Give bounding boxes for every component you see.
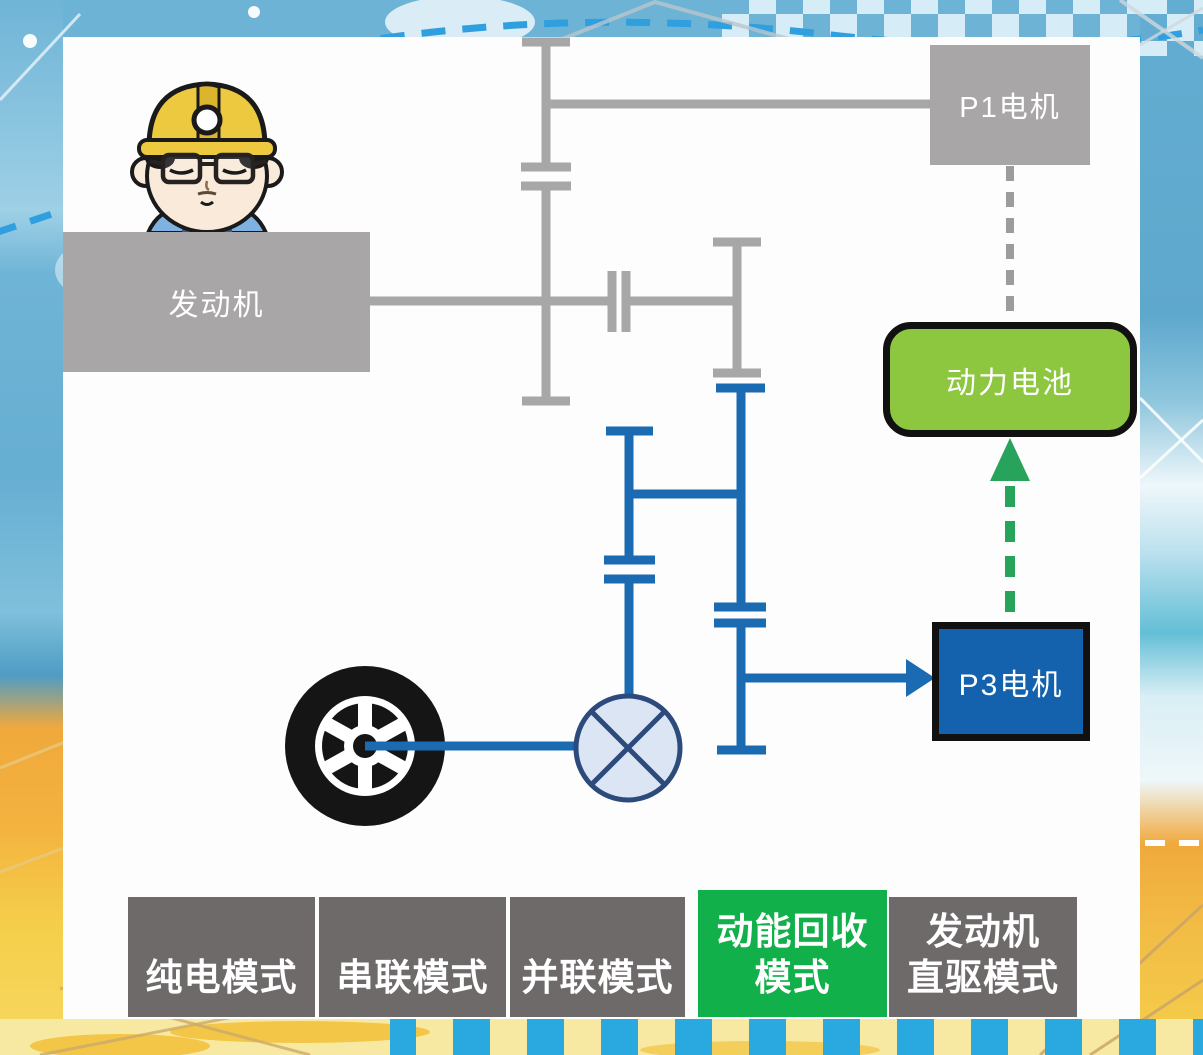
mode-tab-pure-electric[interactable]: 纯电模式: [128, 897, 315, 1017]
checker-pattern-top: [722, 0, 1140, 41]
mode-tab-energy-recovery[interactable]: 动能回收 模式: [698, 890, 887, 1017]
diagram-canvas: [63, 37, 1140, 1019]
battery-label: 动力电池: [946, 366, 1074, 400]
mode-tab-label: 动能回收: [716, 911, 869, 952]
mode-tab-label: 串联模式: [336, 957, 489, 998]
white-dot: [248, 6, 260, 18]
mode-tab-label: 并联模式: [521, 957, 674, 998]
mode-tab-parallel[interactable]: 并联模式: [510, 897, 685, 1017]
checker-pattern-bottom: [390, 1019, 1203, 1055]
p1-motor-label: P1电机: [959, 92, 1061, 124]
mode-tab-series[interactable]: 串联模式: [319, 897, 506, 1017]
mode-tab-engine-direct[interactable]: 发动机 直驱模式: [889, 897, 1077, 1017]
checker-pattern-top-corner: [1140, 0, 1203, 56]
battery-box: 动力电池: [883, 322, 1137, 437]
mode-tab-label: 纯电模式: [145, 957, 298, 998]
bg-left-border: [0, 0, 63, 1055]
bg-right-border: [1140, 0, 1203, 1055]
p3-motor-label: P3电机: [958, 668, 1064, 702]
mode-tab-label: 发动机: [926, 911, 1040, 952]
mode-tab-label: 直驱模式: [907, 957, 1059, 998]
mode-tab-label: 模式: [754, 957, 831, 998]
engine-label: 发动机: [168, 289, 265, 322]
p3-motor-box: P3电机: [932, 622, 1090, 741]
engine-box: 发动机: [63, 232, 370, 372]
p1-motor-box: P1电机: [930, 45, 1090, 165]
